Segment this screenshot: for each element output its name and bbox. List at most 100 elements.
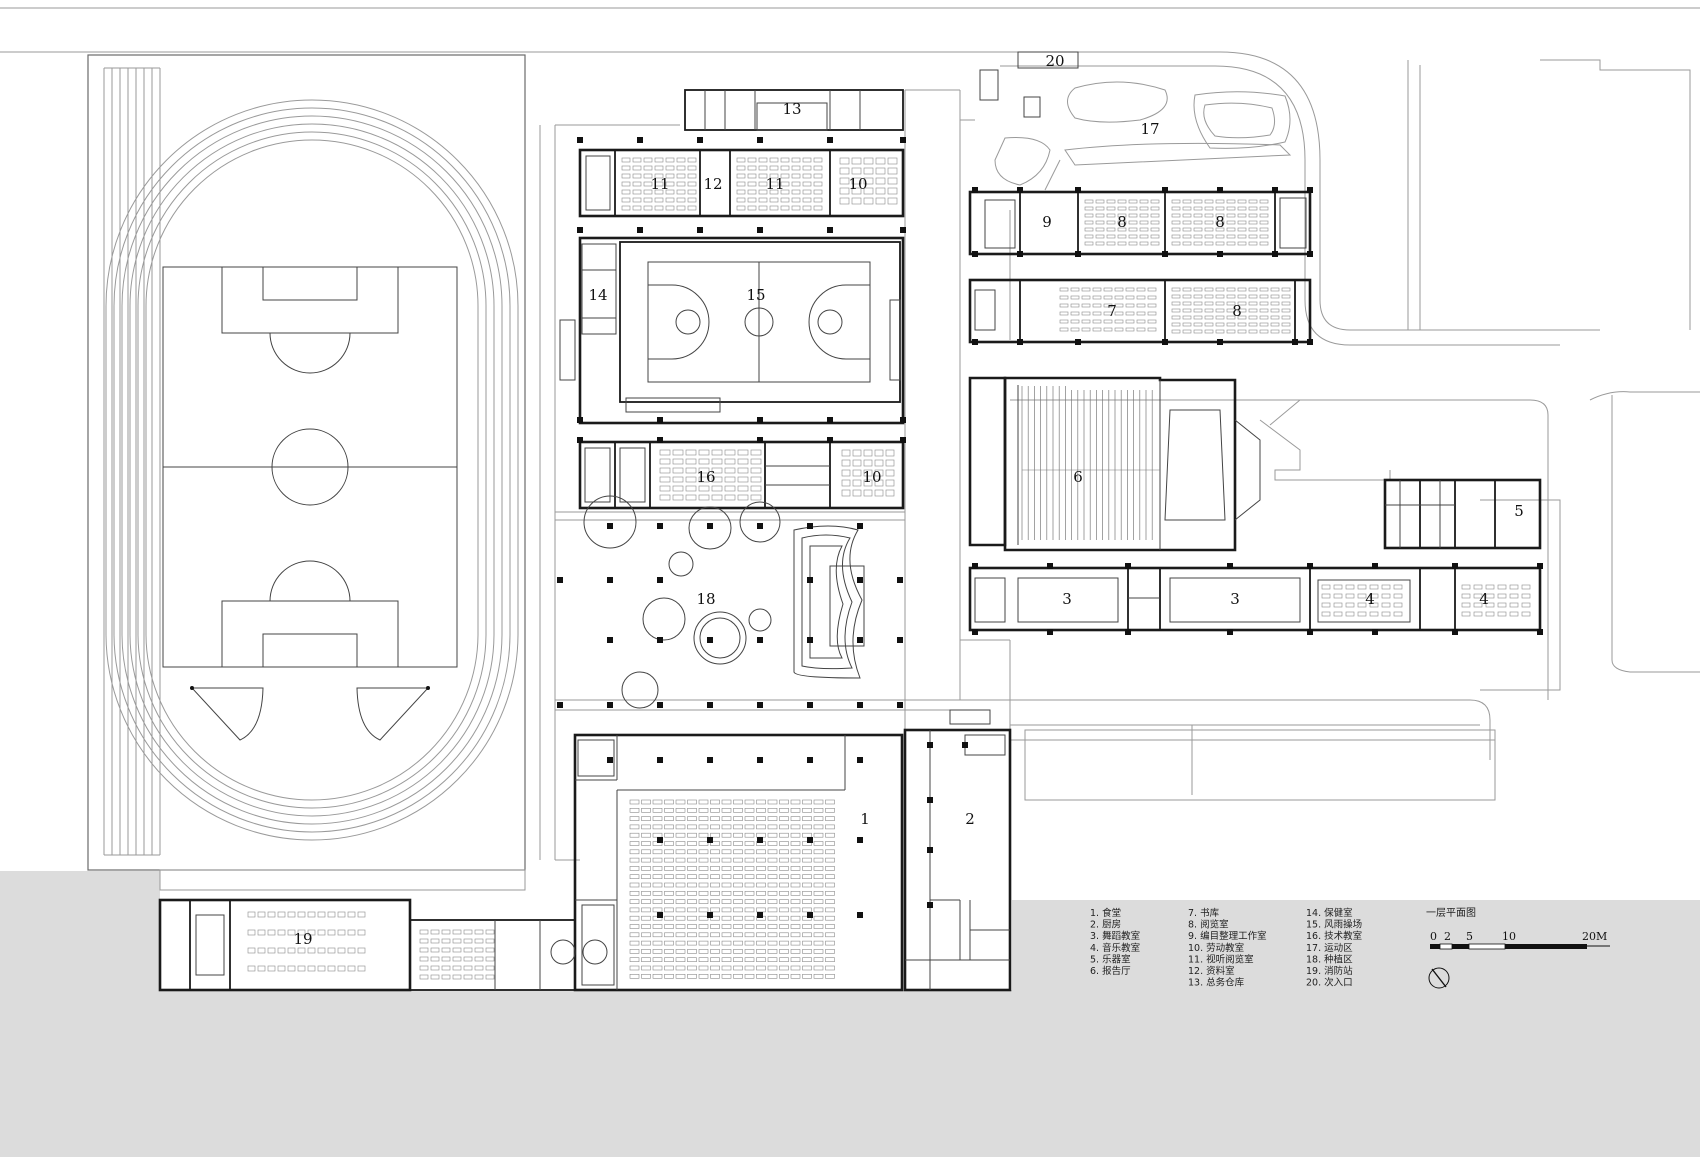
furniture: [1237, 322, 1247, 327]
furniture: [756, 932, 766, 938]
furniture: [643, 197, 653, 203]
column: [707, 912, 713, 918]
column: [1372, 629, 1378, 635]
furniture: [744, 857, 755, 863]
furniture: [687, 197, 697, 203]
furniture: [485, 938, 495, 944]
furniture: [267, 947, 276, 954]
furniture: [813, 816, 824, 821]
furniture: [1171, 199, 1181, 204]
furniture: [1226, 294, 1236, 299]
furniture: [1226, 220, 1236, 225]
furniture: [652, 807, 663, 813]
furniture: [687, 882, 697, 888]
furniture: [665, 181, 675, 187]
furniture: [1114, 295, 1124, 300]
furniture: [675, 949, 686, 954]
furniture: [813, 874, 824, 880]
column: [827, 227, 833, 233]
furniture: [802, 965, 812, 971]
furniture: [1215, 301, 1225, 306]
furniture: [337, 947, 346, 954]
column: [1307, 629, 1313, 635]
column: [607, 523, 613, 529]
furniture: [851, 157, 862, 165]
furniture: [767, 874, 778, 880]
column: [857, 912, 863, 918]
furniture: [1270, 301, 1280, 306]
furniture: [721, 841, 732, 846]
furniture: [629, 824, 640, 830]
furniture: [1103, 295, 1113, 300]
furniture: [721, 857, 732, 863]
furniture: [852, 469, 862, 477]
furniture: [641, 890, 651, 896]
furniture: [698, 832, 709, 838]
furniture: [813, 189, 823, 195]
furniture: [664, 799, 674, 805]
furniture: [769, 189, 779, 195]
furniture: [710, 957, 720, 963]
furniture: [1259, 241, 1269, 246]
furniture: [641, 807, 651, 813]
furniture: [632, 165, 642, 171]
furniture: [863, 459, 873, 467]
furniture: [621, 173, 631, 179]
furniture: [664, 949, 674, 954]
furniture: [721, 973, 732, 979]
furniture: [1204, 287, 1214, 292]
furniture: [863, 177, 874, 185]
furniture: [1193, 206, 1203, 211]
furniture: [297, 965, 306, 972]
furniture: [874, 489, 884, 497]
furniture: [813, 165, 823, 171]
furniture: [1259, 301, 1269, 306]
furniture: [1095, 199, 1105, 204]
furniture: [1509, 593, 1519, 599]
furniture: [317, 965, 326, 972]
furniture: [687, 866, 697, 871]
furniture: [247, 911, 256, 918]
furniture: [1147, 311, 1157, 316]
furniture: [267, 929, 276, 936]
furniture: [441, 965, 451, 971]
furniture: [769, 157, 779, 163]
furniture: [1092, 319, 1102, 324]
furniture: [710, 932, 720, 938]
furniture: [687, 874, 697, 880]
furniture: [721, 882, 732, 888]
furniture: [874, 459, 884, 467]
column: [1162, 251, 1168, 257]
furniture: [1259, 206, 1269, 211]
furniture: [711, 449, 723, 456]
furniture: [1095, 234, 1105, 239]
furniture: [1150, 227, 1160, 232]
column: [657, 757, 663, 763]
furniture: [802, 932, 812, 938]
furniture: [474, 938, 484, 944]
scale-tick-10: 10: [1502, 930, 1516, 943]
furniture: [733, 915, 743, 921]
column: [757, 417, 763, 423]
furniture: [737, 467, 749, 474]
furniture: [790, 899, 801, 904]
furniture: [711, 458, 723, 465]
furniture: [802, 924, 812, 929]
furniture: [813, 882, 824, 888]
furniture: [721, 907, 732, 913]
furniture: [790, 957, 801, 963]
legend-item: 19. 消防站: [1306, 965, 1353, 977]
furniture: [790, 849, 801, 855]
room-label-17: 17: [1140, 120, 1159, 138]
furniture: [721, 949, 732, 954]
furniture: [767, 799, 778, 805]
furniture: [1204, 329, 1214, 334]
furniture: [744, 915, 755, 921]
furniture: [1259, 213, 1269, 218]
furniture: [357, 911, 366, 918]
furniture: [1193, 308, 1203, 313]
furniture: [790, 949, 801, 954]
furniture: [1106, 199, 1116, 204]
column: [857, 577, 863, 583]
furniture: [737, 476, 749, 483]
